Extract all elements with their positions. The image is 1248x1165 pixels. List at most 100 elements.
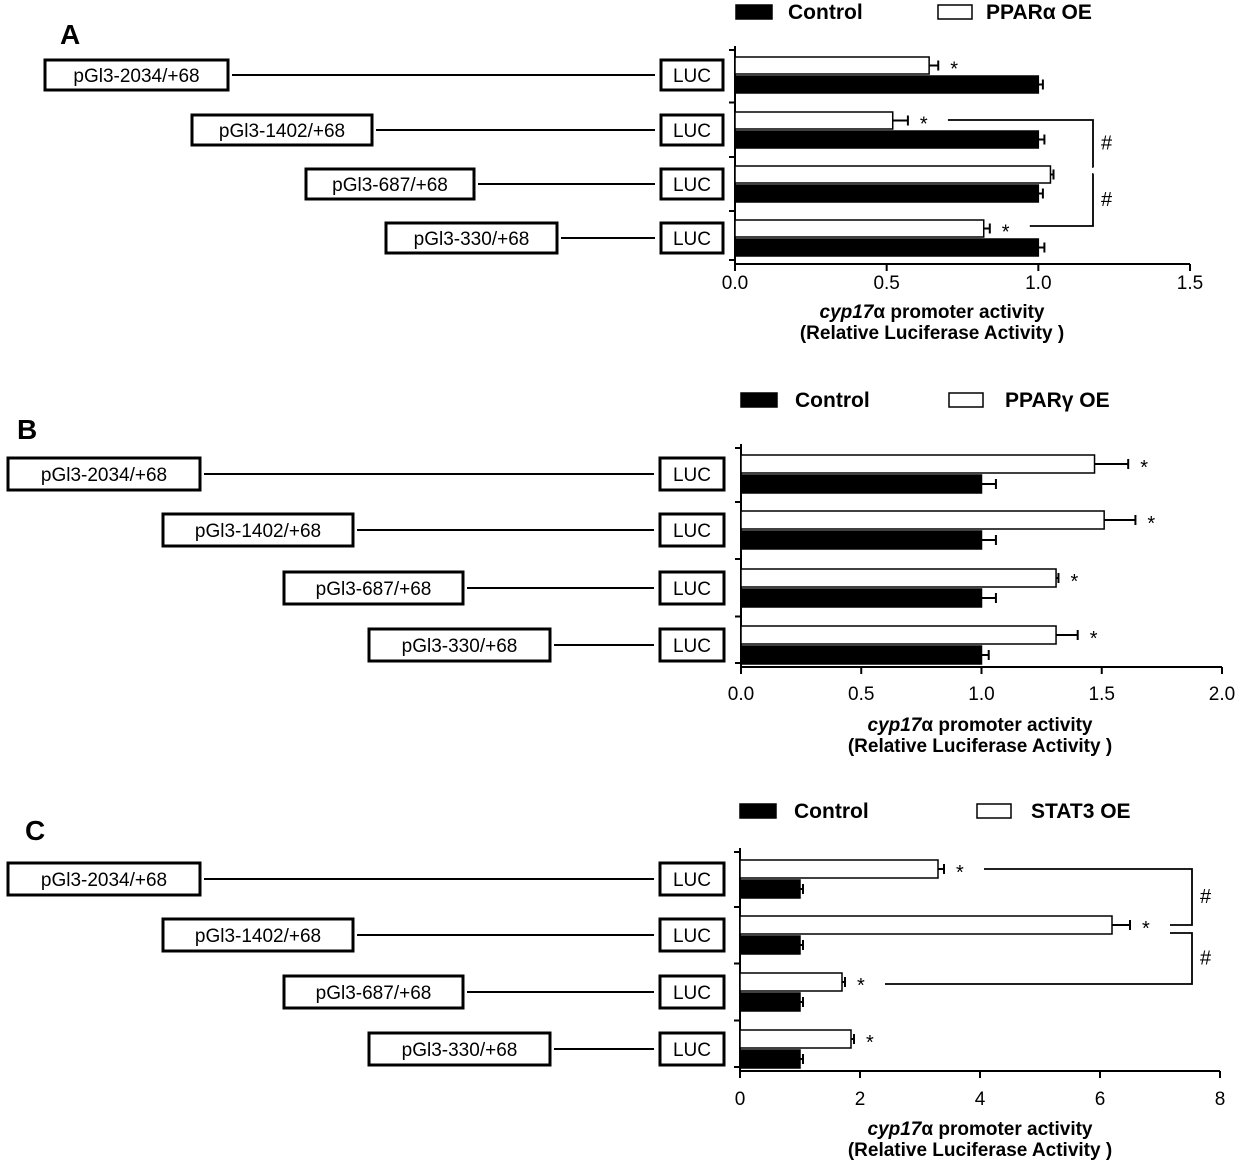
x-tick-label: 1.0 xyxy=(968,684,994,705)
luc-box xyxy=(659,58,725,92)
construct-label: pGl3-2034/+68 xyxy=(41,870,167,891)
comparison-bracket: # xyxy=(984,868,1212,926)
bar-control xyxy=(739,935,801,955)
bracket-label: # xyxy=(1200,948,1212,970)
luc-label: LUC xyxy=(673,66,711,87)
x-axis-title-italic: cyp17 xyxy=(868,715,923,736)
bar-oe xyxy=(740,625,1057,645)
luc-label: LUC xyxy=(673,579,711,600)
luc-box xyxy=(658,627,726,663)
bar-control xyxy=(740,474,983,494)
luc-label: LUC xyxy=(673,229,711,250)
construct-box xyxy=(367,1031,552,1067)
legend-swatch-oe xyxy=(937,4,973,20)
x-axis-title-italic: cyp17 xyxy=(820,302,875,323)
construct-row: pGl3-2034/+68 LUC * xyxy=(43,56,1044,94)
construct-label: pGl3-330/+68 xyxy=(402,636,518,657)
x-axis-title-rest: α promoter activity xyxy=(873,302,1045,323)
construct-box xyxy=(6,861,202,897)
bar-control xyxy=(740,530,983,550)
bar-oe xyxy=(740,510,1105,530)
construct-box xyxy=(190,113,374,147)
bar-oe xyxy=(740,454,1096,474)
bar-control xyxy=(734,75,1040,94)
construct-box xyxy=(161,512,355,548)
bar-oe xyxy=(739,859,939,879)
construct-label: pGl3-2034/+68 xyxy=(73,66,199,87)
significance-star: * xyxy=(950,59,958,81)
significance-star: * xyxy=(920,114,928,136)
bracket-line xyxy=(1029,173,1094,227)
x-tick-label: 2.0 xyxy=(1209,684,1235,705)
legend-swatch-control xyxy=(739,803,777,819)
x-axis-title-rest: α promoter activity xyxy=(921,715,1093,736)
luc-box xyxy=(658,570,726,606)
bar-oe xyxy=(739,1029,852,1049)
construct-box xyxy=(6,456,202,492)
legend-swatch-control xyxy=(735,4,773,20)
x-axis-subtitle: (Relative Luciferase Activity ) xyxy=(848,1140,1112,1161)
legend-swatch-oe xyxy=(948,392,984,408)
construct-label: pGl3-330/+68 xyxy=(402,1040,518,1061)
legend-label-control: Control xyxy=(795,389,870,412)
x-axis-title-italic: cyp17 xyxy=(868,1119,923,1140)
bracket-line xyxy=(947,119,1094,168)
bar-control xyxy=(740,588,983,608)
legend-label-oe: PPARγ OE xyxy=(1005,389,1110,412)
bar-control xyxy=(739,1049,801,1069)
x-tick-label: 1.0 xyxy=(1025,273,1051,294)
significance-star: * xyxy=(1090,628,1098,650)
luc-box xyxy=(658,512,726,548)
luc-box xyxy=(658,917,726,953)
bar-oe xyxy=(734,111,894,130)
construct-box xyxy=(282,974,465,1010)
x-tick-label: 1.5 xyxy=(1177,273,1203,294)
x-tick-label: 8 xyxy=(1215,1089,1226,1110)
construct-box xyxy=(367,627,552,663)
bracket-line xyxy=(885,932,1193,985)
bar-oe xyxy=(734,165,1052,184)
construct-label: pGl3-1402/+68 xyxy=(195,926,321,947)
construct-label: pGl3-330/+68 xyxy=(414,229,530,250)
x-axis-subtitle: (Relative Luciferase Activity ) xyxy=(800,323,1064,344)
luc-label: LUC xyxy=(673,1040,711,1061)
construct-label: pGl3-687/+68 xyxy=(316,579,432,600)
construct-box xyxy=(43,58,230,92)
luc-box xyxy=(659,167,725,201)
x-axis-title-rest: α promoter activity xyxy=(921,1119,1093,1140)
legend-swatch-oe xyxy=(976,803,1012,819)
construct-label: pGl3-687/+68 xyxy=(316,983,432,1004)
construct-box xyxy=(304,167,476,201)
x-tick-label: 0 xyxy=(735,1089,746,1110)
construct-label: pGl3-1402/+68 xyxy=(195,521,321,542)
luc-label: LUC xyxy=(673,465,711,486)
luc-label: LUC xyxy=(673,926,711,947)
bracket-label: # xyxy=(1101,189,1113,211)
luc-box xyxy=(659,221,725,255)
comparison-bracket: # xyxy=(947,119,1113,168)
x-tick-label: 1.5 xyxy=(1089,684,1115,705)
bar-oe xyxy=(740,568,1057,588)
luc-label: LUC xyxy=(673,870,711,891)
construct-box xyxy=(384,221,559,255)
luc-label: LUC xyxy=(673,636,711,657)
legend-label-control: Control xyxy=(788,1,863,24)
significance-star: * xyxy=(1002,222,1010,244)
significance-star: * xyxy=(1147,513,1155,535)
significance-star: * xyxy=(1070,571,1078,593)
comparison-bracket: # xyxy=(885,932,1212,985)
construct-row: pGl3-687/+68 LUC * xyxy=(282,568,1078,608)
x-tick-label: 0.0 xyxy=(728,684,754,705)
luc-box xyxy=(658,456,726,492)
construct-label: pGl3-2034/+68 xyxy=(41,465,167,486)
comparison-bracket: # xyxy=(1029,173,1113,227)
